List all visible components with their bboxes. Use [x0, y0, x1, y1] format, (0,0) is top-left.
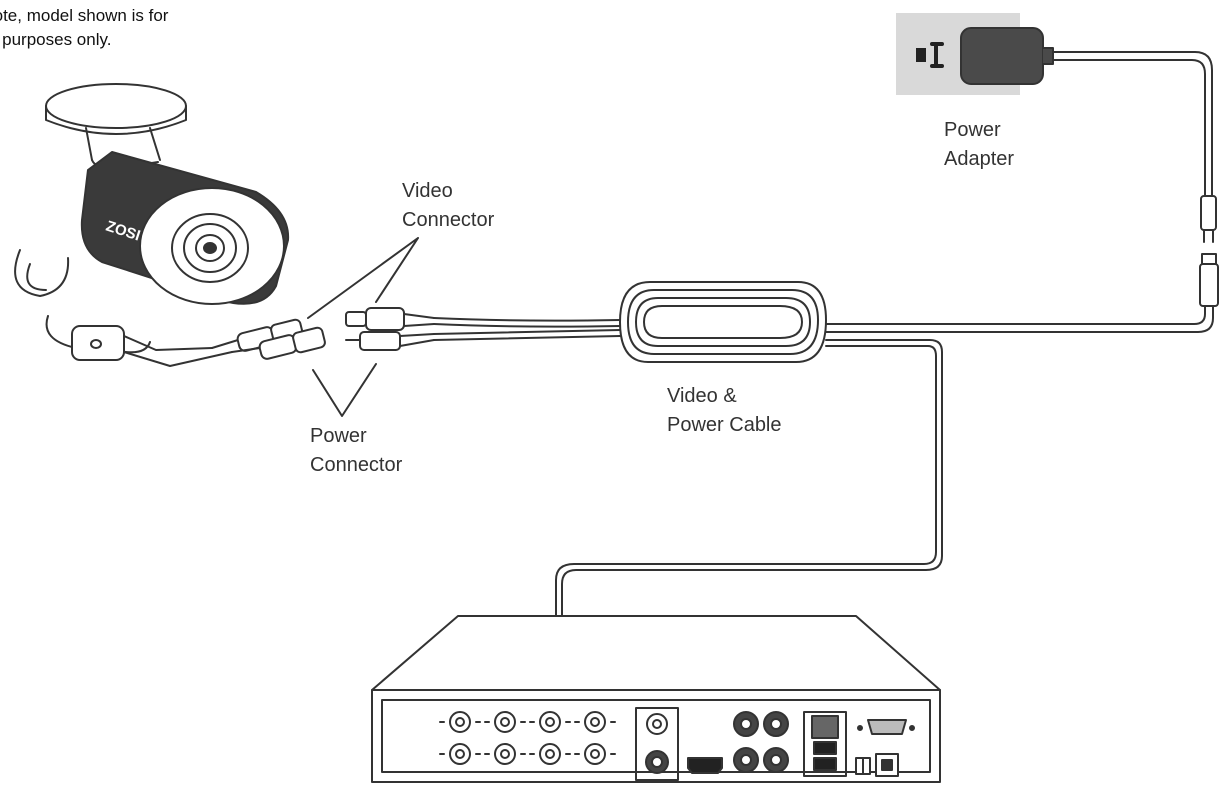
video-connector-label: Video Connector [402, 180, 495, 231]
disclaimer-note: e note, model shown is for tion purposes… [0, 4, 168, 52]
video-power-cable-label: Video & Power Cable [667, 385, 782, 436]
cable-video-connector [345, 307, 435, 331]
dvr-audio-ports [733, 711, 789, 773]
dvr-network-usb-ports [803, 711, 847, 777]
dvr-hdmi-port [687, 757, 723, 774]
disclaimer-line-1: e note, model shown is for [0, 6, 169, 25]
dvr-video-output-panel [635, 707, 679, 781]
power-adapter [960, 27, 1054, 85]
pointer-lines [307, 237, 419, 417]
cable-leads [433, 317, 621, 341]
camera [14, 83, 290, 367]
camera-power-connector [231, 326, 326, 360]
cable-power-connector [345, 331, 435, 351]
disclaimer-line-2: tion purposes only. [2, 30, 112, 49]
coiled-cable [619, 281, 841, 363]
adapter-cable [839, 51, 1219, 333]
power-connector-label: Power Connector [310, 425, 403, 476]
dvr-serial-power-ports [855, 719, 915, 777]
power-adapter-label: Power Adapter [944, 119, 1015, 170]
dvr-bnc-inputs [439, 711, 616, 765]
